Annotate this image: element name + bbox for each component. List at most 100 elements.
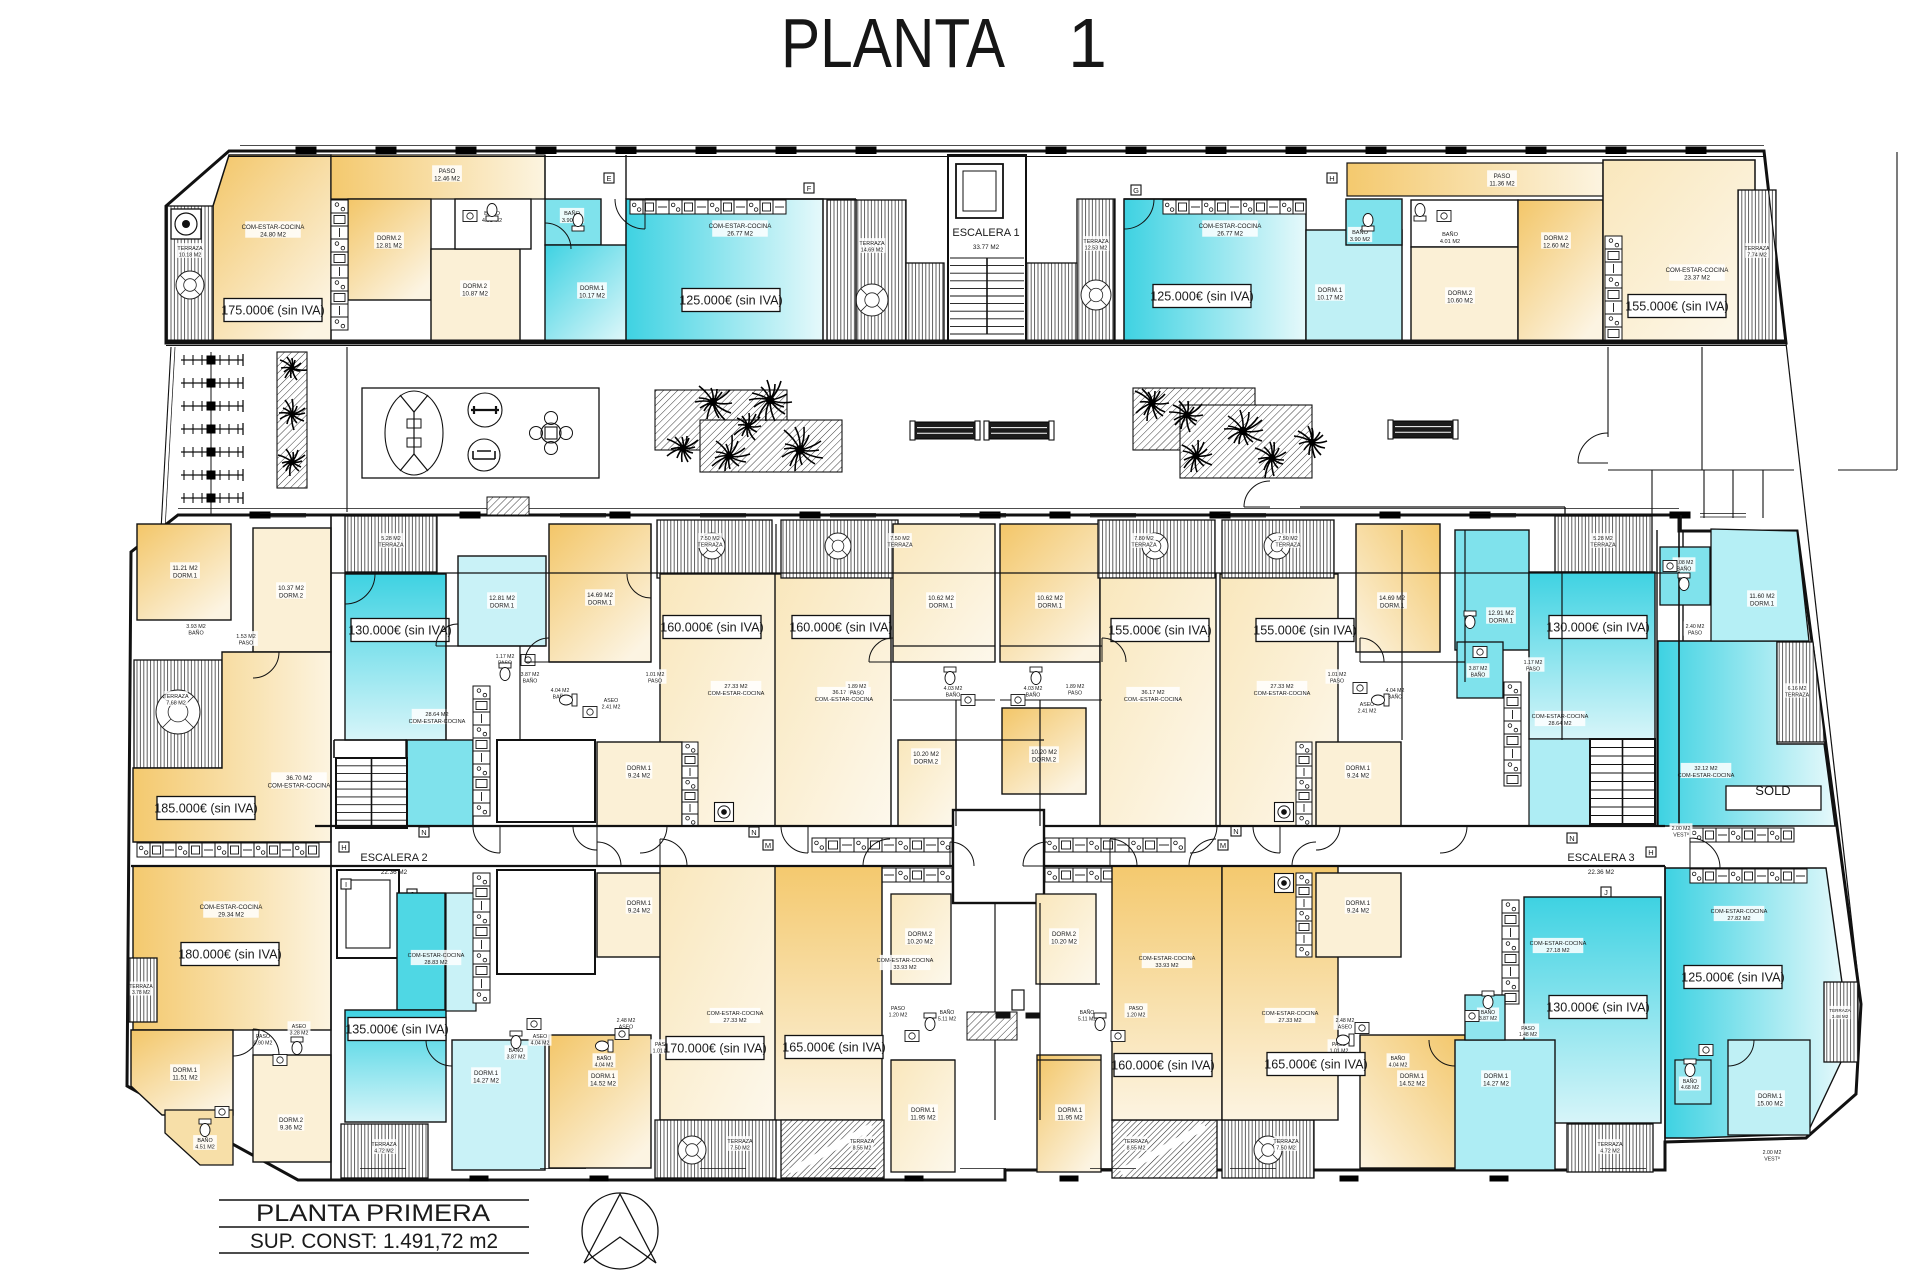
svg-text:PASO: PASO: [1521, 1026, 1535, 1032]
svg-text:27.82 M2: 27.82 M2: [1727, 916, 1750, 922]
svg-text:3.90 M2: 3.90 M2: [1350, 237, 1370, 243]
svg-text:3.87 M2: 3.87 M2: [521, 672, 540, 678]
svg-text:22.36 M2: 22.36 M2: [381, 869, 408, 876]
svg-text:135.000€ (sin IVA): 135.000€ (sin IVA): [345, 1022, 448, 1036]
svg-text:4.03 M2: 4.03 M2: [1024, 686, 1043, 692]
svg-text:1.20 M2: 1.20 M2: [1127, 1012, 1146, 1018]
svg-text:BAÑO: BAÑO: [1677, 565, 1692, 572]
svg-text:3.48 M2: 3.48 M2: [1832, 1014, 1849, 1019]
svg-text:BAÑO: BAÑO: [564, 210, 581, 217]
svg-text:12.46 M2: 12.46 M2: [434, 175, 460, 182]
svg-text:32.12 M2: 32.12 M2: [1694, 766, 1717, 772]
svg-text:1.20 M2: 1.20 M2: [889, 1012, 908, 1018]
svg-text:7.80 M2: 7.80 M2: [1134, 536, 1153, 542]
svg-text:10.20 M2: 10.20 M2: [913, 751, 939, 758]
svg-text:36.17 M2: 36.17 M2: [1141, 690, 1164, 696]
svg-text:PASO: PASO: [850, 690, 864, 696]
svg-text:DORM.1: DORM.1: [1489, 617, 1514, 624]
svg-text:155.000€ (sin IVA): 155.000€ (sin IVA): [1625, 299, 1728, 313]
svg-text:COM-ESTAR-COCINA: COM-ESTAR-COCINA: [707, 1011, 764, 1017]
svg-text:10.17 M2: 10.17 M2: [579, 292, 605, 299]
svg-text:TERRAZA: TERRAZA: [850, 1139, 875, 1145]
svg-text:14.27 M2: 14.27 M2: [1483, 1080, 1509, 1087]
svg-text:5.11 M2: 5.11 M2: [1078, 1016, 1096, 1022]
svg-text:ASEO: ASEO: [604, 698, 618, 704]
svg-text:H: H: [341, 843, 346, 852]
svg-text:DORM.2: DORM.2: [279, 1117, 304, 1124]
svg-text:DORM.1: DORM.1: [1750, 600, 1775, 607]
svg-text:5.28 M2: 5.28 M2: [1593, 536, 1612, 542]
svg-text:PASO: PASO: [1330, 678, 1344, 684]
svg-text:7.50 M2: 7.50 M2: [700, 536, 719, 542]
svg-text:ASEO: ASEO: [1360, 702, 1374, 708]
svg-text:E: E: [606, 174, 611, 183]
svg-text:BAÑO: BAÑO: [597, 1055, 612, 1062]
svg-text:1.17 M2: 1.17 M2: [496, 654, 515, 660]
svg-text:1.89 M2: 1.89 M2: [1066, 684, 1085, 690]
svg-text:G: G: [1133, 186, 1139, 195]
svg-text:3.90 M2: 3.90 M2: [562, 218, 582, 224]
svg-text:7.74 M2: 7.74 M2: [1747, 253, 1766, 259]
svg-text:DORM.2: DORM.2: [1052, 931, 1077, 938]
svg-text:DORM.1: DORM.1: [1318, 287, 1343, 294]
svg-text:2.41 M2: 2.41 M2: [1358, 708, 1377, 714]
svg-text:3.28 M2: 3.28 M2: [290, 1030, 309, 1036]
svg-text:DORM.1: DORM.1: [173, 1067, 198, 1074]
svg-text:7.68 M2: 7.68 M2: [166, 701, 185, 707]
svg-text:COM-ESTAR-COCINA: COM-ESTAR-COCINA: [1711, 909, 1768, 915]
svg-text:11.95 M2: 11.95 M2: [1057, 1114, 1083, 1121]
svg-text:36.17 M2: 36.17 M2: [832, 690, 855, 696]
svg-text:4.72 M2: 4.72 M2: [1600, 1149, 1619, 1155]
svg-text:160.000€ (sin IVA): 160.000€ (sin IVA): [1111, 1058, 1214, 1072]
svg-text:27.33 M2: 27.33 M2: [724, 684, 747, 690]
svg-text:TERRAZA: TERRAZA: [177, 246, 203, 252]
svg-text:BAÑO: BAÑO: [940, 1009, 955, 1016]
svg-text:1.01 M2: 1.01 M2: [646, 672, 665, 678]
svg-text:DORM.1: DORM.1: [911, 1107, 936, 1114]
svg-text:H: H: [1329, 174, 1334, 183]
svg-text:TERRAZA: TERRAZA: [371, 1142, 397, 1148]
svg-text:PLANTA PRIMERA: PLANTA PRIMERA: [256, 1200, 490, 1227]
svg-text:COM.-ESTAR-COCINA: COM.-ESTAR-COCINA: [1124, 697, 1183, 703]
svg-text:COM-ESTAR-COCINA: COM-ESTAR-COCINA: [408, 953, 465, 959]
svg-text:BAÑO: BAÑO: [946, 691, 961, 698]
svg-text:10.20 M2: 10.20 M2: [1031, 749, 1057, 756]
svg-text:TERRAZA: TERRAZA: [727, 1139, 753, 1145]
svg-text:COM-ESTAR-COCINA: COM-ESTAR-COCINA: [1678, 773, 1735, 779]
svg-text:COM-ESTAR-COCINA: COM-ESTAR-COCINA: [1530, 941, 1587, 947]
svg-text:TERRAZA: TERRAZA: [1275, 543, 1301, 549]
svg-text:DORM.2: DORM.2: [377, 235, 402, 242]
svg-text:TERRAZA: TERRAZA: [887, 543, 913, 549]
svg-text:5.28 M2: 5.28 M2: [381, 536, 400, 542]
svg-text:23.37 M2: 23.37 M2: [1684, 274, 1710, 281]
svg-text:BAÑO: BAÑO: [1388, 693, 1403, 700]
svg-text:155.000€ (sin IVA): 155.000€ (sin IVA): [1108, 623, 1211, 637]
svg-text:11.95 M2: 11.95 M2: [910, 1114, 936, 1121]
svg-text:180.000€ (sin IVA): 180.000€ (sin IVA): [178, 947, 281, 961]
svg-text:9.36 M2: 9.36 M2: [280, 1124, 303, 1131]
svg-text:COM-ESTAR-COCINA: COM-ESTAR-COCINA: [708, 691, 765, 697]
svg-text:TERRAZA: TERRAZA: [1785, 692, 1810, 698]
svg-text:BAÑO: BAÑO: [1471, 671, 1486, 678]
svg-text:24.80 M2: 24.80 M2: [260, 231, 286, 238]
svg-text:M: M: [765, 841, 771, 850]
svg-text:COM-ESTAR-COCINA: COM-ESTAR-COCINA: [200, 904, 264, 911]
svg-text:PASO: PASO: [239, 641, 254, 647]
svg-text:26.77 M2: 26.77 M2: [1217, 230, 1243, 237]
svg-text:ESCALERA 2: ESCALERA 2: [360, 852, 427, 864]
svg-text:27.18 M2: 27.18 M2: [1546, 948, 1569, 954]
svg-text:3.78 M2: 3.78 M2: [132, 990, 150, 996]
svg-text:DORM.1: DORM.1: [490, 602, 515, 609]
svg-text:VESTº: VESTº: [1764, 1156, 1780, 1162]
svg-text:5.11 M2: 5.11 M2: [938, 1016, 956, 1022]
svg-text:TERRAZA: TERRAZA: [163, 694, 189, 700]
svg-text:M: M: [1220, 841, 1226, 850]
svg-text:4.04 M2: 4.04 M2: [1389, 1062, 1408, 1068]
svg-text:H: H: [1648, 848, 1653, 857]
svg-text:VESTº: VESTº: [1673, 832, 1689, 838]
svg-text:7.50 M2: 7.50 M2: [1276, 1146, 1295, 1152]
svg-text:14.69 M2: 14.69 M2: [587, 592, 613, 599]
svg-text:SUP. CONST: 1.491,72 m2: SUP. CONST: 1.491,72 m2: [250, 1230, 498, 1253]
svg-text:28.83 M2: 28.83 M2: [424, 960, 447, 966]
svg-text:7.50 M2: 7.50 M2: [890, 536, 909, 542]
